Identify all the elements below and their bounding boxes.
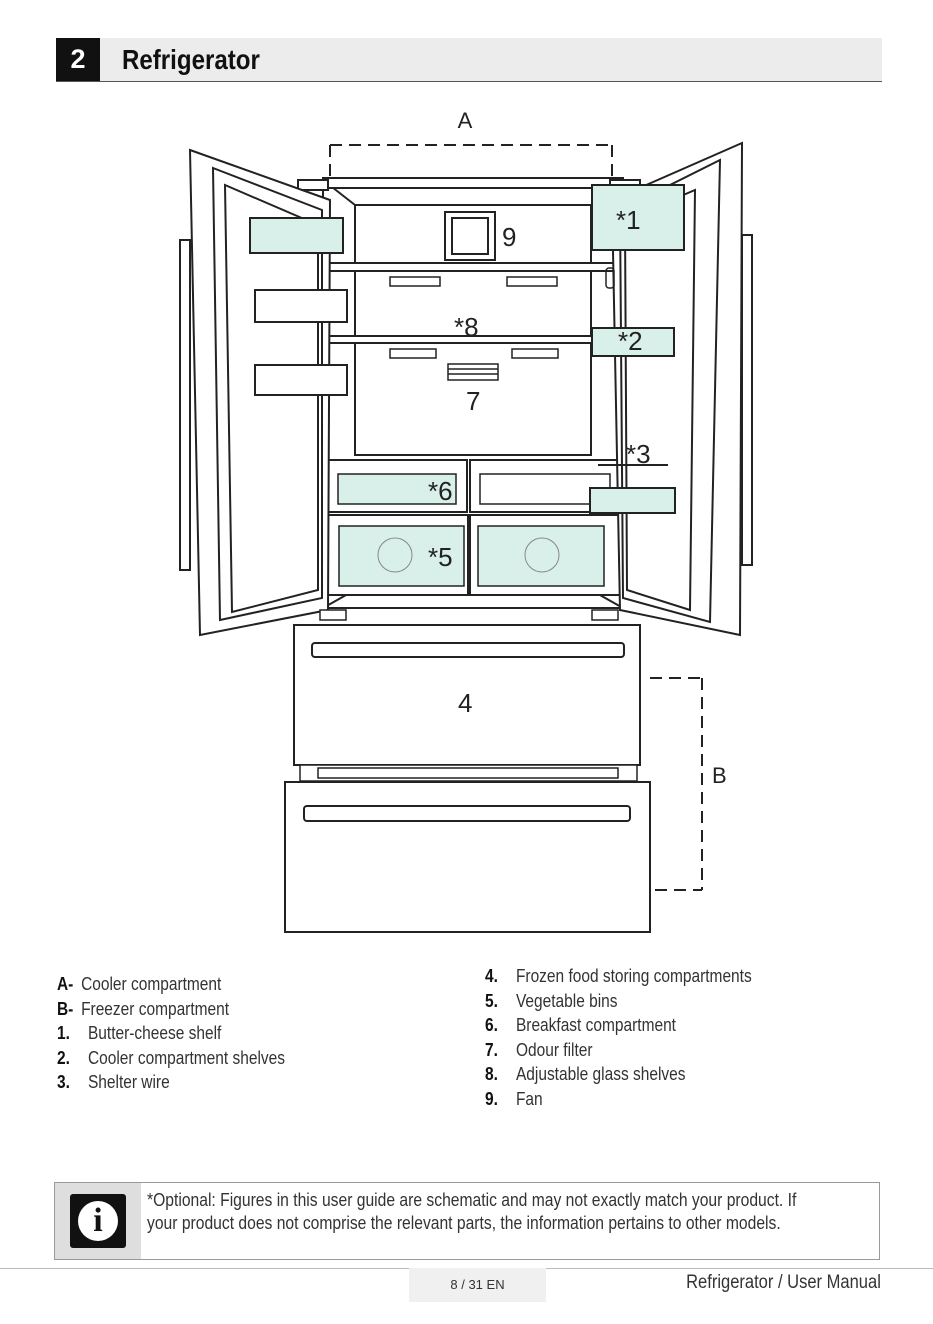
section-title: Refrigerator bbox=[122, 44, 260, 75]
label-a: A bbox=[458, 108, 473, 133]
legend-item: 5.Vegetable bins bbox=[485, 990, 618, 1011]
breakfast-compartment bbox=[326, 459, 621, 513]
legend-item: 8.Adjustable glass shelves bbox=[485, 1064, 686, 1084]
freezer-drawer-lower bbox=[284, 781, 651, 933]
page-number: 8 / 31 EN bbox=[409, 1268, 546, 1302]
dimension-a bbox=[329, 144, 613, 178]
refrigerator-diagram: A B 9 *8 7 bbox=[179, 108, 753, 933]
legend-right: 4.Frozen food storing compartments 5.Veg… bbox=[485, 966, 795, 1113]
hinges bbox=[319, 609, 619, 621]
left-door bbox=[179, 148, 348, 637]
odour-filter bbox=[447, 363, 499, 381]
legend-item: B-Freezer compartment bbox=[57, 998, 230, 1019]
right-door bbox=[589, 141, 753, 637]
freezer-drawer-upper bbox=[293, 624, 641, 766]
label-5: *5 bbox=[428, 542, 453, 572]
label-6: *6 bbox=[428, 476, 453, 506]
legend-item: 9.Fan bbox=[485, 1088, 543, 1109]
legend-item: 6.Breakfast compartment bbox=[485, 1015, 676, 1035]
legend-item: 7.Odour filter bbox=[485, 1039, 593, 1060]
legend-item: 4.Frozen food storing compartments bbox=[485, 966, 752, 986]
label-9: 9 bbox=[502, 222, 516, 252]
drawer-rails bbox=[299, 764, 638, 782]
label-7: 7 bbox=[466, 386, 480, 416]
legend-item: A-Cooler compartment bbox=[57, 974, 222, 994]
legend-left: A-Cooler compartment B-Freezer compartme… bbox=[57, 974, 322, 1097]
air-vents bbox=[389, 276, 559, 359]
label-4: 4 bbox=[458, 688, 472, 718]
label-3: *3 bbox=[626, 439, 651, 469]
legend-item: 2.Cooler compartment shelves bbox=[57, 1047, 285, 1068]
legend-item: 3.Shelter wire bbox=[57, 1072, 170, 1092]
legend-item: 1.Butter-cheese shelf bbox=[57, 1023, 222, 1043]
label-b: B bbox=[712, 763, 727, 788]
note-box: i *Optional: Figures in this user guide … bbox=[54, 1182, 880, 1260]
info-icon: i bbox=[70, 1194, 126, 1248]
section-header: 2 Refrigerator bbox=[56, 38, 882, 82]
note-icon-panel: i bbox=[55, 1183, 141, 1259]
section-number: 2 bbox=[56, 38, 100, 81]
dimension-b bbox=[650, 677, 703, 891]
note-text: *Optional: Figures in this user guide ar… bbox=[147, 1190, 797, 1233]
label-8: *8 bbox=[454, 312, 479, 342]
fan bbox=[444, 211, 496, 261]
label-2: *2 bbox=[618, 326, 643, 356]
label-1: *1 bbox=[616, 205, 641, 235]
vegetable-bins bbox=[326, 514, 621, 596]
manual-title: Refrigerator / User Manual bbox=[686, 1272, 881, 1293]
